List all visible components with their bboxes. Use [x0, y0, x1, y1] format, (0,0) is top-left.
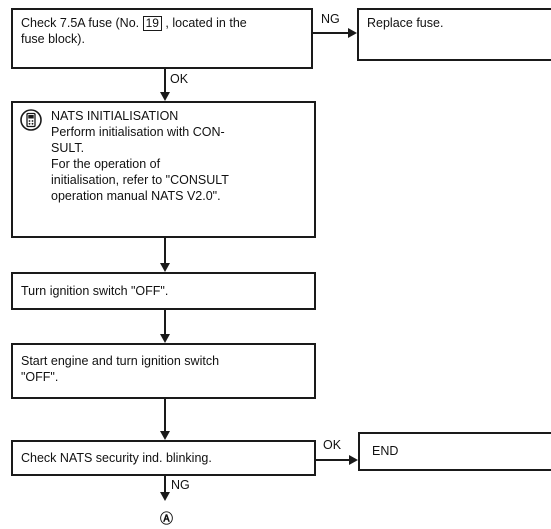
end-box: END [358, 432, 551, 471]
check-fuse-suffix: , located in the [161, 16, 247, 30]
nats-init-box: NATS INITIALISATION Perform initialisati… [11, 101, 316, 238]
check-fuse-box: Check 7.5A fuse (No. 19 , located in the… [11, 8, 313, 69]
connector-line-4 [164, 399, 166, 432]
nats-init-line-0: Perform initialisation with CON- [51, 125, 225, 139]
ok-label-1: OK [170, 72, 189, 86]
check-blink-text: Check NATS security ind. blinking. [21, 451, 212, 465]
nats-init-line-3: initialisation, refer to "CONSULT [51, 173, 229, 187]
turn-off-box: Turn ignition switch "OFF". [11, 272, 316, 310]
arrow-head-4 [160, 431, 170, 440]
consult-tester-icon [20, 109, 42, 131]
check-fuse-line1: Check 7.5A fuse (No. 19 , located in the [21, 15, 303, 31]
turn-off-text: Turn ignition switch "OFF". [21, 284, 169, 298]
ok-connector-line-1 [164, 69, 166, 93]
replace-fuse-text: Replace fuse. [367, 16, 444, 30]
ng-label-2: NG [171, 478, 190, 492]
end-text: END [372, 444, 399, 458]
check-fuse-prefix: Check 7.5A fuse (No. [21, 16, 143, 30]
continue-marker-a: Ⓐ [160, 511, 174, 526]
ng-connector-line-2 [164, 476, 166, 493]
nats-init-text: NATS INITIALISATION Perform initialisati… [51, 108, 308, 204]
check-fuse-line2: fuse block). [21, 32, 85, 46]
ok-arrow-head-2 [349, 455, 358, 465]
replace-fuse-box: Replace fuse. [357, 8, 551, 61]
nats-init-line-4: operation manual NATS V2.0". [51, 189, 221, 203]
start-engine-box: Start engine and turn ignition switch "O… [11, 343, 316, 399]
nats-init-line-1: SULT. [51, 141, 85, 155]
ok-label-2: OK [323, 438, 342, 452]
nats-init-title: NATS INITIALISATION [51, 109, 179, 123]
connector-line-2 [164, 238, 166, 264]
ok-connector-line-2 [316, 459, 349, 461]
arrow-head-3 [160, 334, 170, 343]
start-engine-line2: "OFF". [21, 370, 59, 384]
ng-arrow-head-2 [160, 492, 170, 501]
ng-arrow-head [348, 28, 357, 38]
ng-connector-line [313, 32, 348, 34]
start-engine-line1: Start engine and turn ignition switch [21, 354, 220, 368]
arrow-head-2 [160, 263, 170, 272]
ok-arrow-head-1 [160, 92, 170, 101]
check-blink-box: Check NATS security ind. blinking. [11, 440, 316, 476]
ng-label-1: NG [321, 12, 340, 26]
fuse-number-badge: 19 [142, 16, 162, 31]
connector-line-3 [164, 310, 166, 335]
nats-init-line-2: For the operation of [51, 157, 161, 171]
